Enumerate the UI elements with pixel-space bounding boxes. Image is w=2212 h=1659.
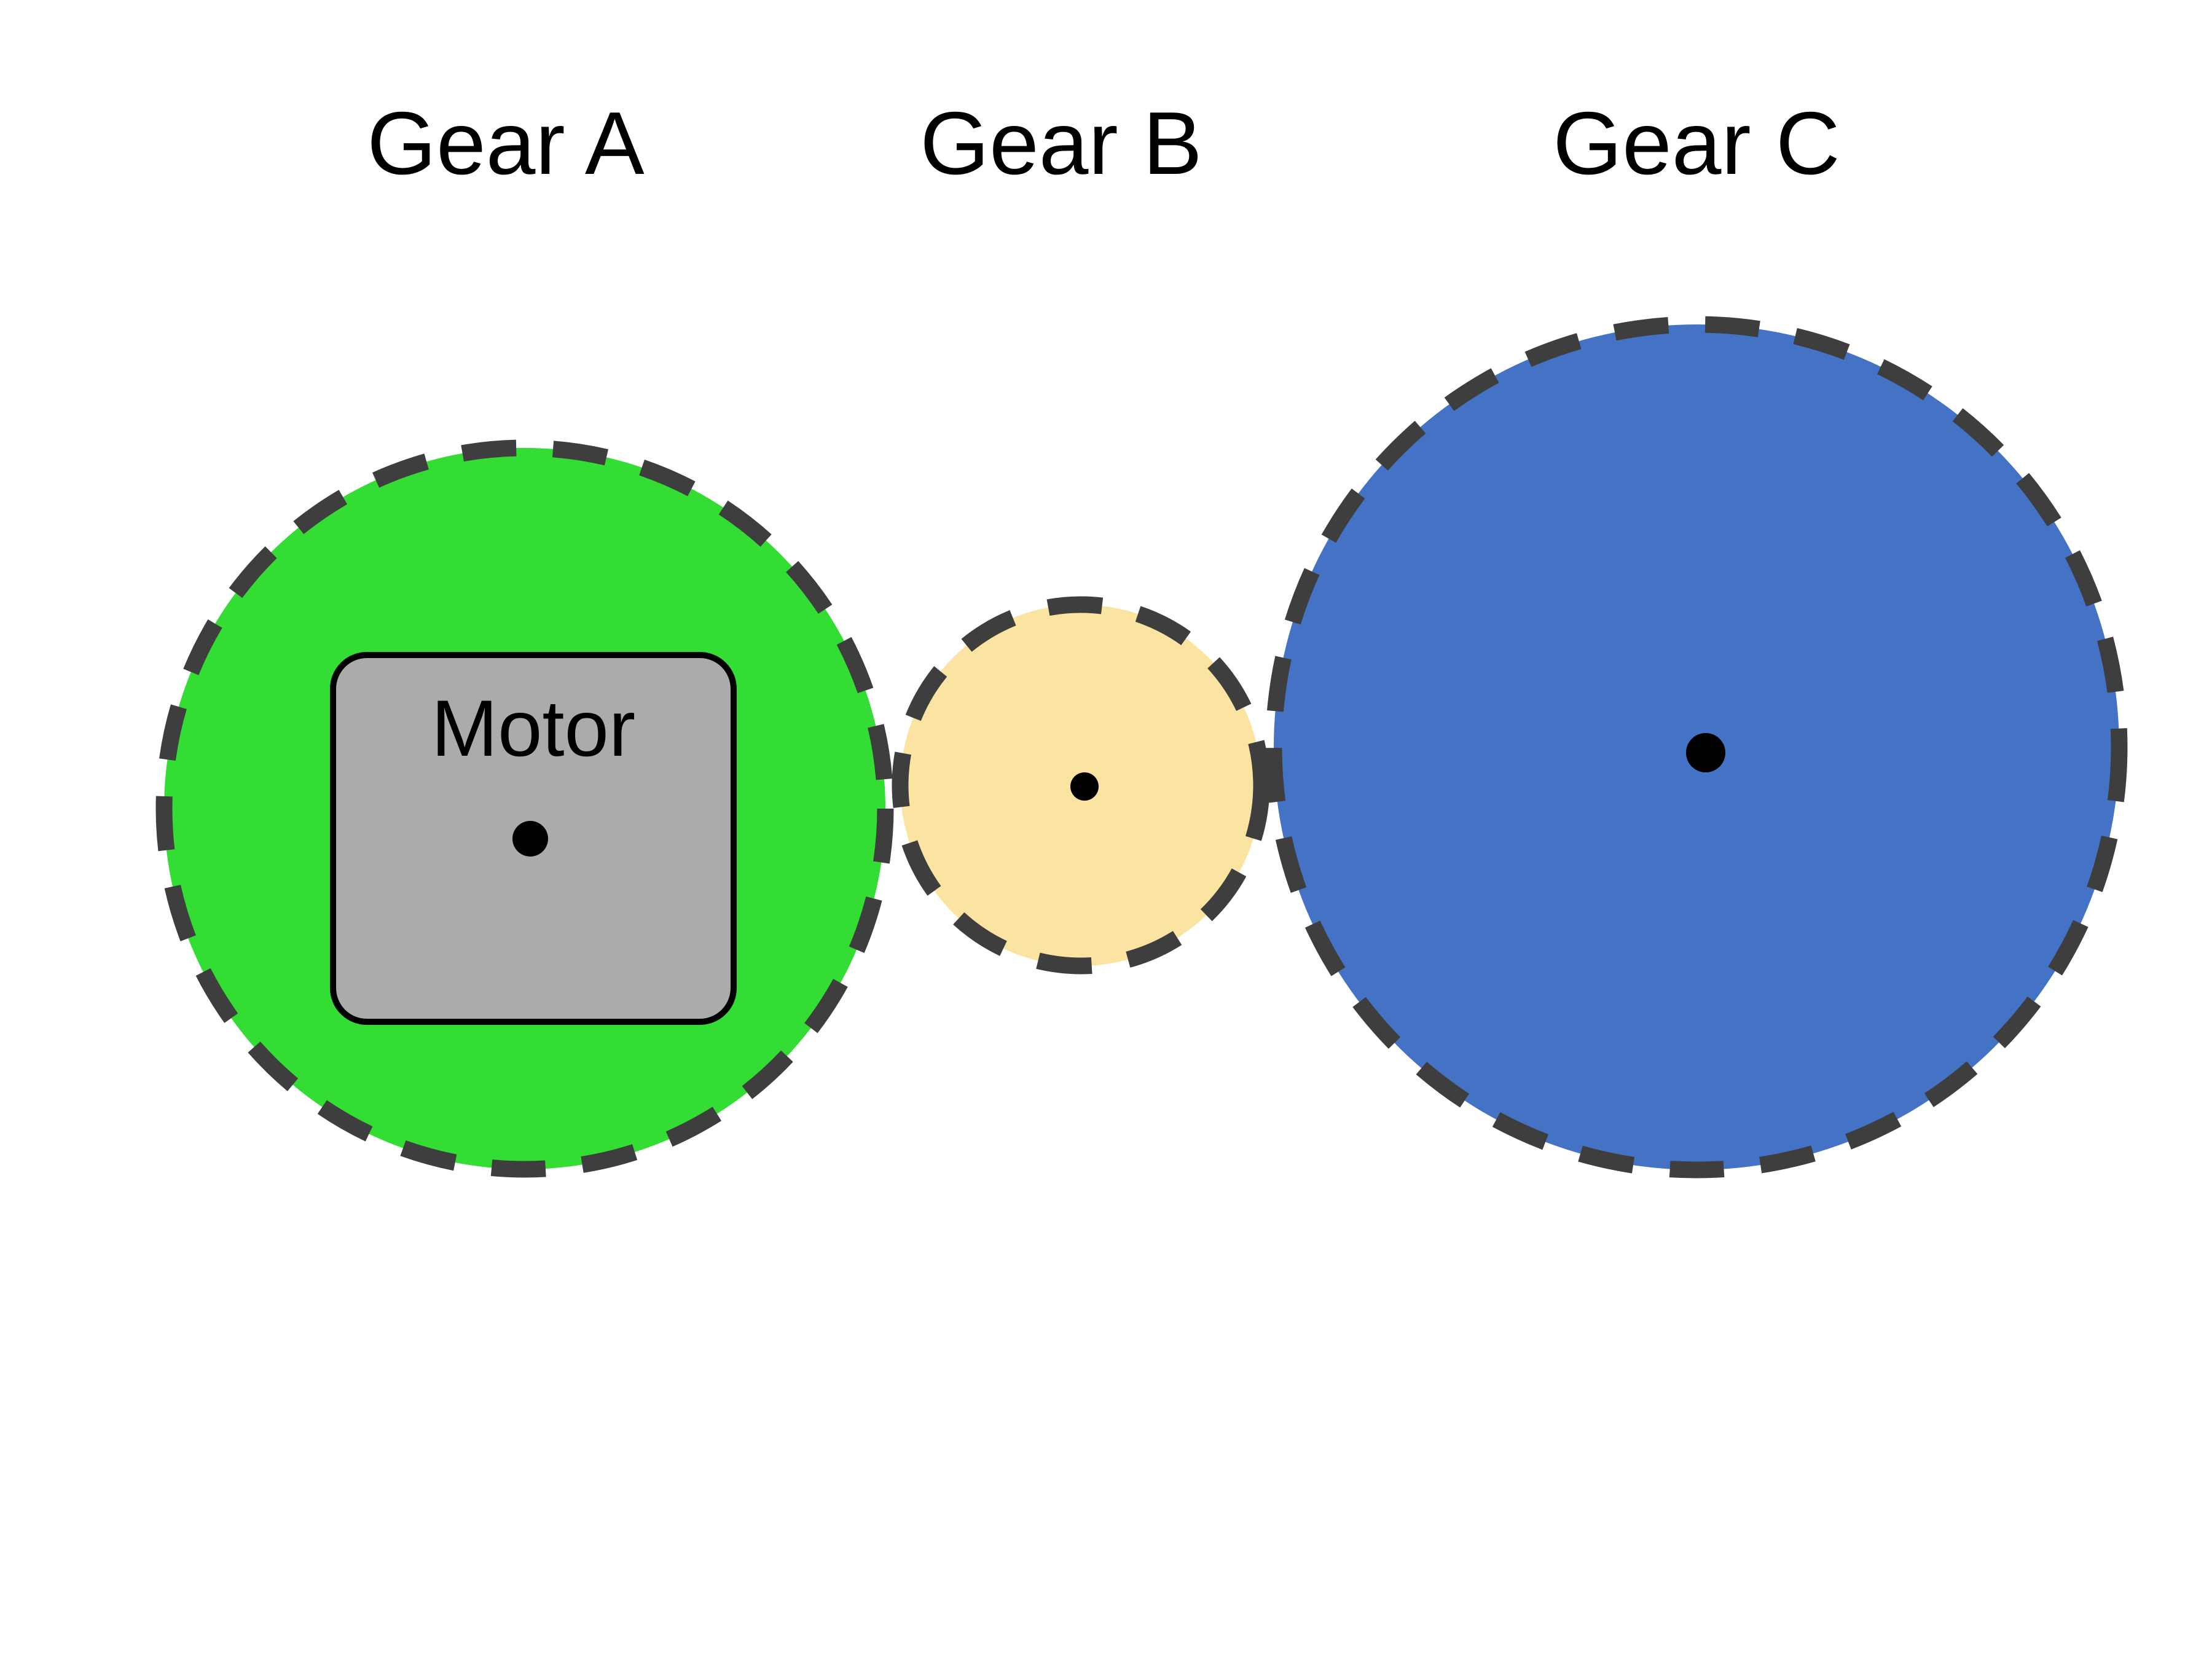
gear-c: Gear C [1265,93,2128,1179]
gear-a-axle-dot [512,821,548,857]
gear-c-axle-dot [1686,733,1725,772]
gear-b-axle-dot [1070,772,1099,801]
gear-c-label: Gear C [1553,93,1840,193]
gear-a-label: Gear A [367,93,645,193]
gear-b-label: Gear B [920,93,1202,193]
motor-label: Motor [431,683,635,773]
gear-a: Gear A Motor [155,93,894,1178]
gear-b: Gear B [892,93,1270,975]
